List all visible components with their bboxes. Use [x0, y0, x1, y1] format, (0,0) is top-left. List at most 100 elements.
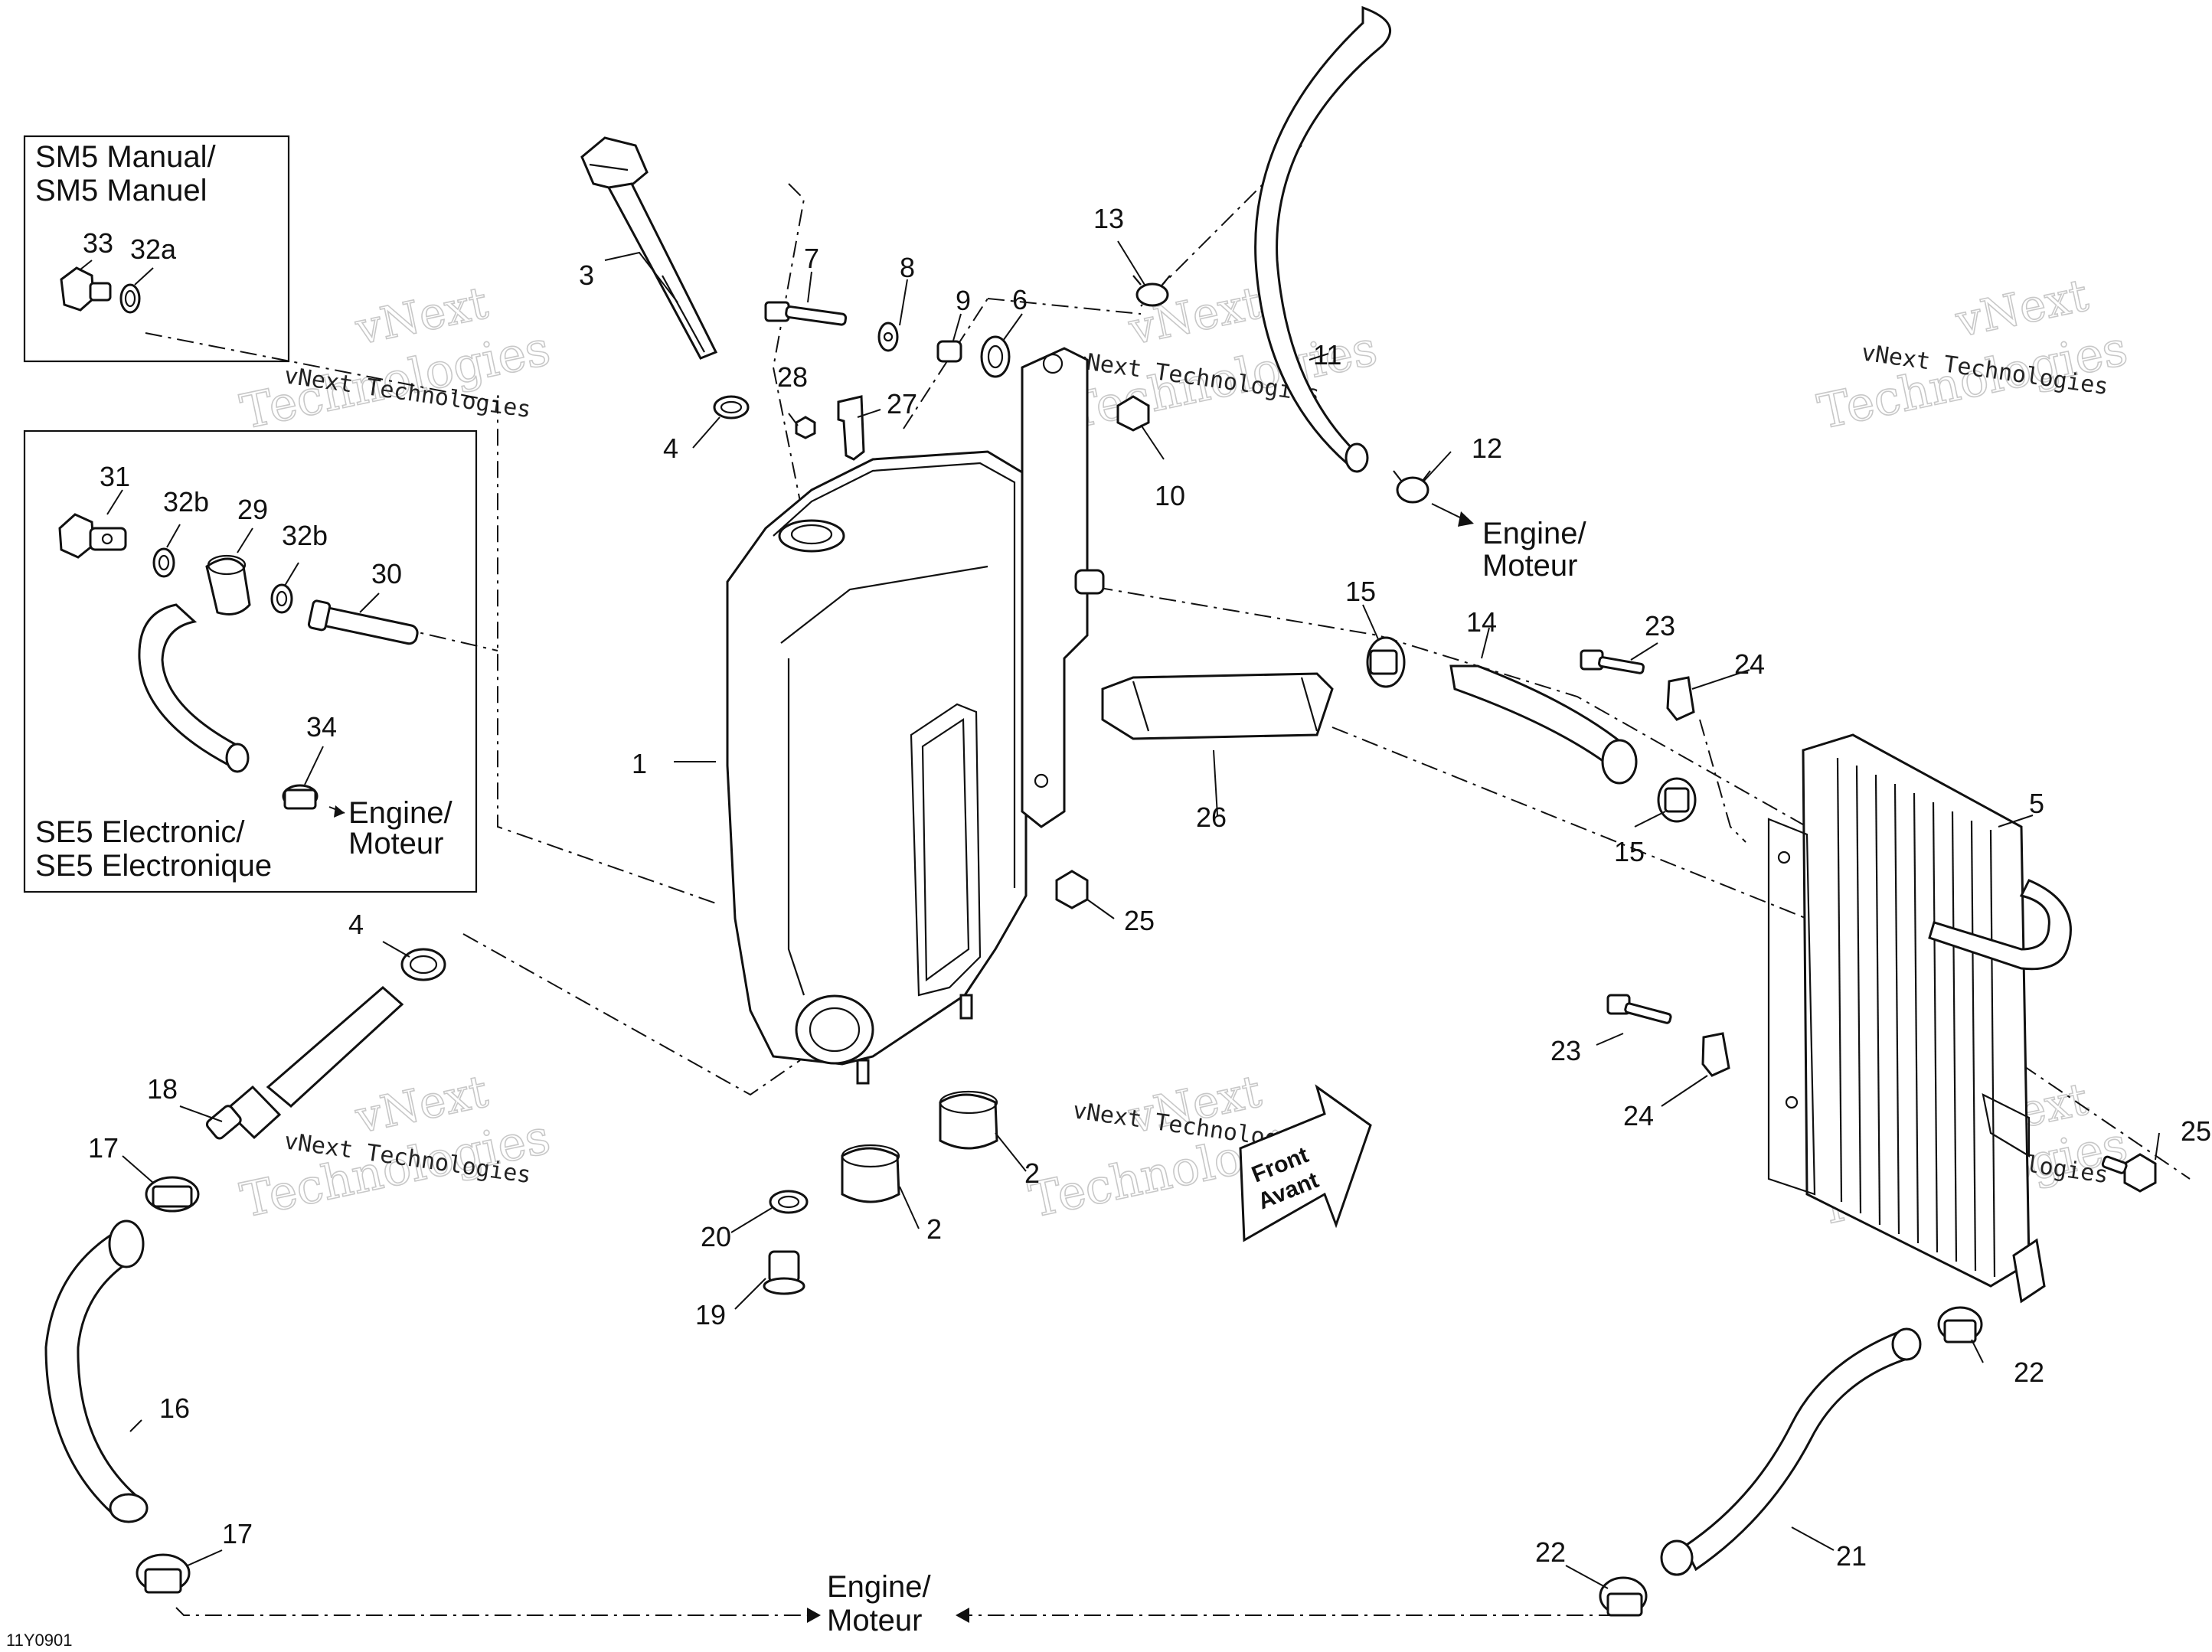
manual-inset-title-line2: SM5 Manuel	[35, 174, 207, 207]
part-2-rubber-mount-right	[939, 1090, 998, 1150]
callout-15-lower: 15	[1614, 836, 1645, 867]
engine-label-vent-line2: Moteur	[1482, 549, 1578, 583]
part-27-clip	[837, 395, 865, 461]
part-30-pipe	[307, 599, 419, 645]
callout-8: 8	[900, 252, 915, 283]
part-11-vent-hose	[1254, 5, 1391, 473]
part-19-plug	[763, 1250, 805, 1295]
callout-16: 16	[159, 1392, 190, 1424]
part-10-nut	[1116, 395, 1150, 432]
part-22-clamp-upper	[1937, 1306, 1983, 1343]
manual-inset-title-line1: SM5 Manual/	[35, 140, 217, 174]
part-22-clamp-lower	[1599, 1576, 1648, 1617]
electronic-inset-title-line1: SE5 Electronic/	[35, 815, 245, 849]
engine-label-inset-line1: Engine/	[348, 796, 453, 830]
part-13-clamp	[1132, 275, 1171, 307]
callout-11: 11	[1313, 339, 1341, 371]
part-7-bolt	[764, 301, 848, 326]
callout-14: 14	[1466, 606, 1497, 638]
engine-label-inset-line2: Moteur	[348, 827, 444, 860]
electronic-inset-title-line2: SE5 Electronique	[35, 849, 272, 883]
part-2-rubber-mount-left	[841, 1144, 900, 1203]
part-25-nut-center	[1055, 870, 1089, 909]
part-6-grommet	[980, 335, 1011, 378]
callout-15-upper: 15	[1345, 576, 1376, 607]
watermark-top-left: vNext Technologies vNext Technologies	[235, 276, 555, 440]
part-20-gasket	[769, 1190, 809, 1214]
part-14-hose	[1449, 664, 1638, 785]
callout-5: 5	[2029, 788, 2044, 819]
callout-17-upper: 17	[88, 1132, 119, 1164]
callout-4-lower: 4	[348, 909, 364, 940]
callout-24-upper: 24	[1734, 648, 1765, 680]
part-31-banjo-bolt	[58, 513, 127, 559]
part-29-elbow-fitting	[205, 554, 251, 615]
front-direction-arrow: Front Avant	[1239, 1084, 1372, 1242]
part-18-fitting	[205, 986, 404, 1140]
engine-label-bottom-line1: Engine/	[827, 1570, 932, 1604]
part-3-dipstick	[580, 136, 718, 360]
part-34-clamp	[282, 784, 319, 810]
callout-31: 31	[100, 461, 130, 492]
part-17-clamp-upper	[145, 1176, 200, 1213]
part-23-bolt-upper	[1580, 649, 1645, 674]
callout-4-top: 4	[663, 433, 678, 464]
part-28-nut	[795, 416, 816, 439]
cooler-fins	[1836, 757, 1996, 1278]
callout-32b-right: 32b	[282, 520, 328, 551]
part-9-spacer	[936, 340, 962, 363]
callout-2-left-mount: 2	[926, 1213, 942, 1245]
callout-20: 20	[701, 1221, 731, 1252]
part-21-hose	[1660, 1327, 1922, 1576]
callout-12: 12	[1472, 433, 1502, 464]
callout-24-lower: 24	[1623, 1100, 1654, 1131]
callout-32a: 32a	[130, 233, 177, 265]
callout-32b-left: 32b	[163, 486, 209, 517]
callout-18: 18	[147, 1073, 178, 1105]
callout-7: 7	[804, 243, 819, 274]
callout-10: 10	[1155, 480, 1185, 511]
watermark-top-right: vNext Technologies vNext Technologies	[1812, 268, 2132, 440]
callout-34: 34	[306, 711, 337, 743]
part-34-hose	[138, 603, 250, 773]
callout-23-lower: 23	[1550, 1035, 1581, 1066]
callout-22-upper: 22	[2014, 1357, 2044, 1388]
callout-22-lower: 22	[1535, 1536, 1566, 1568]
leader-lines	[80, 240, 2160, 1589]
callout-3: 3	[579, 260, 594, 291]
callout-21: 21	[1836, 1540, 1867, 1572]
callout-26: 26	[1196, 802, 1227, 833]
manual-inset-box: SM5 Manual/ SM5 Manuel	[23, 135, 290, 363]
part-23-bolt-lower	[1606, 994, 1672, 1024]
part-32b-gasket-left	[152, 547, 175, 578]
callout-25-center: 25	[1124, 905, 1155, 936]
part-4-o-ring-top	[713, 395, 750, 420]
callout-17-lower: 17	[222, 1518, 253, 1549]
engine-label-bottom-line2: Moteur	[827, 1604, 923, 1637]
part-32a-gasket	[119, 283, 141, 314]
part-12-clamp	[1393, 470, 1431, 504]
part-32b-gasket-right	[270, 583, 293, 614]
part-24-clip-lower	[1701, 1032, 1730, 1077]
part-4-o-ring-lower	[400, 948, 446, 981]
callout-27: 27	[887, 388, 917, 420]
part-25-bolt-right	[2101, 1153, 2157, 1193]
callout-6: 6	[1012, 284, 1028, 315]
callout-2-right-mount: 2	[1024, 1157, 1040, 1189]
part-15-clamp-upper	[1366, 636, 1406, 688]
part-24-clip-upper	[1666, 676, 1695, 721]
part-15-clamp-lower	[1657, 777, 1697, 823]
callout-28: 28	[777, 361, 808, 393]
callout-25-right: 25	[2181, 1115, 2211, 1147]
callout-33: 33	[83, 227, 113, 259]
callout-30: 30	[371, 558, 402, 589]
callout-13: 13	[1093, 203, 1124, 234]
part-26-strap	[1101, 672, 1334, 740]
part-17-clamp-lower	[136, 1553, 191, 1594]
engine-label-vent-line1: Engine/	[1482, 517, 1587, 550]
callout-9: 9	[956, 285, 971, 316]
part-5-oil-cooler	[1767, 733, 2072, 1304]
drawing-code: 11Y0901	[6, 1631, 72, 1650]
callout-29: 29	[237, 494, 268, 525]
